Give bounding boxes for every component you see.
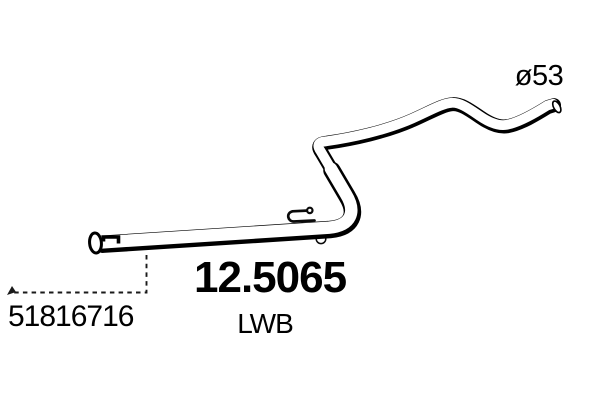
diameter-label: ø53 bbox=[514, 60, 564, 92]
pipe-inlet-slot bbox=[101, 235, 121, 244]
pipe-inlet-end bbox=[88, 231, 103, 255]
oem-leader-line bbox=[10, 255, 148, 294]
pipe-lower-highlight bbox=[95, 162, 358, 249]
pipe-upper-highlight bbox=[313, 97, 558, 185]
hanger-hook bbox=[286, 209, 316, 223]
pipe-outlet-end bbox=[551, 100, 562, 114]
oem-number-label: 51816716 bbox=[8, 300, 134, 333]
oem-leader-arrow bbox=[7, 286, 16, 295]
hanger-hook-eyelet bbox=[305, 206, 314, 215]
part-number-label: 12.5065 bbox=[194, 253, 347, 302]
variant-label: LWB bbox=[237, 308, 294, 339]
